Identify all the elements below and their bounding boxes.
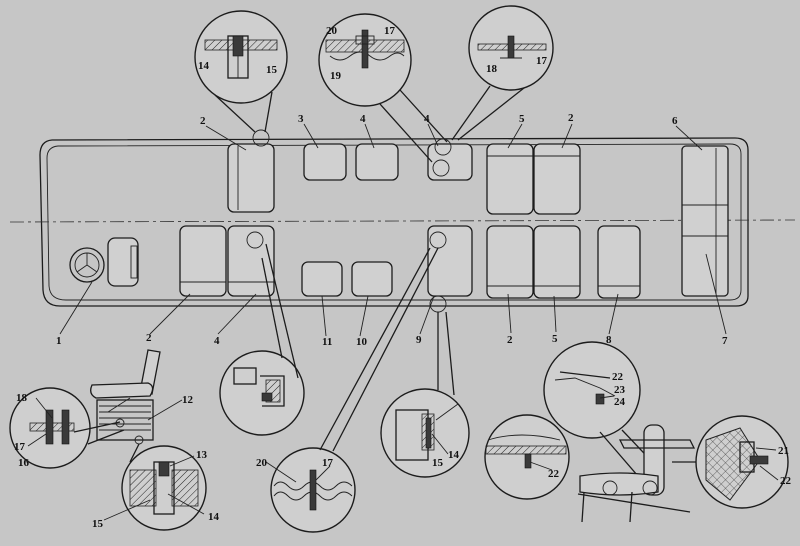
label-b-20: 20 bbox=[326, 25, 338, 37]
label-e-15: 15 bbox=[92, 518, 104, 530]
label-5a: 5 bbox=[519, 113, 525, 125]
leader-lines bbox=[59, 123, 727, 337]
seats-lower bbox=[179, 225, 641, 299]
callout-leaders bbox=[27, 395, 779, 521]
seat-frame-right bbox=[577, 424, 696, 523]
label-4a: 4 bbox=[360, 113, 366, 125]
seat-side-view-left bbox=[90, 349, 161, 445]
label-g-15: 15 bbox=[432, 457, 444, 469]
callout-i bbox=[484, 414, 570, 500]
label-9: 9 bbox=[416, 334, 422, 346]
label-d-17: 17 bbox=[14, 441, 26, 453]
label-10: 10 bbox=[356, 336, 368, 348]
label-11: 11 bbox=[322, 336, 332, 348]
label-2d: 2 bbox=[568, 112, 574, 124]
label-b-17: 17 bbox=[384, 25, 396, 37]
label-h-24: 24 bbox=[614, 396, 626, 408]
callout-c bbox=[451, 5, 554, 141]
seats-upper bbox=[227, 143, 729, 297]
label-g-14: 14 bbox=[448, 449, 460, 461]
label-f-17: 17 bbox=[322, 457, 334, 469]
label-4b: 4 bbox=[424, 113, 430, 125]
label-c-17: 17 bbox=[536, 55, 548, 67]
label-c-18: 18 bbox=[486, 63, 498, 75]
label-d-18: 18 bbox=[16, 392, 28, 404]
callout-e bbox=[121, 443, 207, 531]
label-d-12: 12 bbox=[182, 394, 194, 406]
label-8: 8 bbox=[606, 334, 612, 346]
centerline bbox=[9, 219, 796, 223]
label-e-14: 14 bbox=[208, 511, 220, 523]
label-7: 7 bbox=[722, 335, 728, 347]
label-i-22: 22 bbox=[548, 468, 560, 480]
labels-callouts: 14 15 20 17 19 18 17 18 17 16 12 13 15 1… bbox=[14, 25, 792, 530]
label-4c: 4 bbox=[214, 335, 220, 347]
label-j-21: 21 bbox=[778, 445, 789, 457]
callout-g bbox=[270, 247, 439, 533]
bus-body bbox=[9, 137, 796, 307]
label-e-13: 13 bbox=[196, 449, 208, 461]
callout-b bbox=[318, 13, 448, 163]
labels-main: 1 2 2 2 2 3 4 4 4 5 5 6 7 8 9 10 11 bbox=[56, 112, 728, 348]
label-5b: 5 bbox=[552, 333, 558, 345]
label-f-20: 20 bbox=[256, 457, 268, 469]
callout-h bbox=[380, 311, 470, 478]
label-j-22: 22 bbox=[780, 475, 792, 487]
label-h-23: 23 bbox=[614, 384, 626, 396]
callout-j bbox=[543, 341, 661, 491]
label-2c: 2 bbox=[507, 334, 513, 346]
label-3: 3 bbox=[298, 113, 304, 125]
driver-area bbox=[69, 237, 139, 287]
label-a-15: 15 bbox=[266, 64, 278, 76]
label-d-16: 16 bbox=[18, 457, 30, 469]
callout-k bbox=[672, 415, 789, 509]
label-h-22: 22 bbox=[612, 371, 624, 383]
label-a-14: 14 bbox=[198, 60, 210, 72]
callout-f bbox=[219, 243, 305, 436]
label-b-19: 19 bbox=[330, 70, 342, 82]
label-2b: 2 bbox=[146, 332, 152, 344]
label-6: 6 bbox=[672, 115, 678, 127]
label-1: 1 bbox=[56, 335, 62, 347]
label-2a: 2 bbox=[200, 115, 206, 127]
callout-a bbox=[194, 10, 288, 133]
